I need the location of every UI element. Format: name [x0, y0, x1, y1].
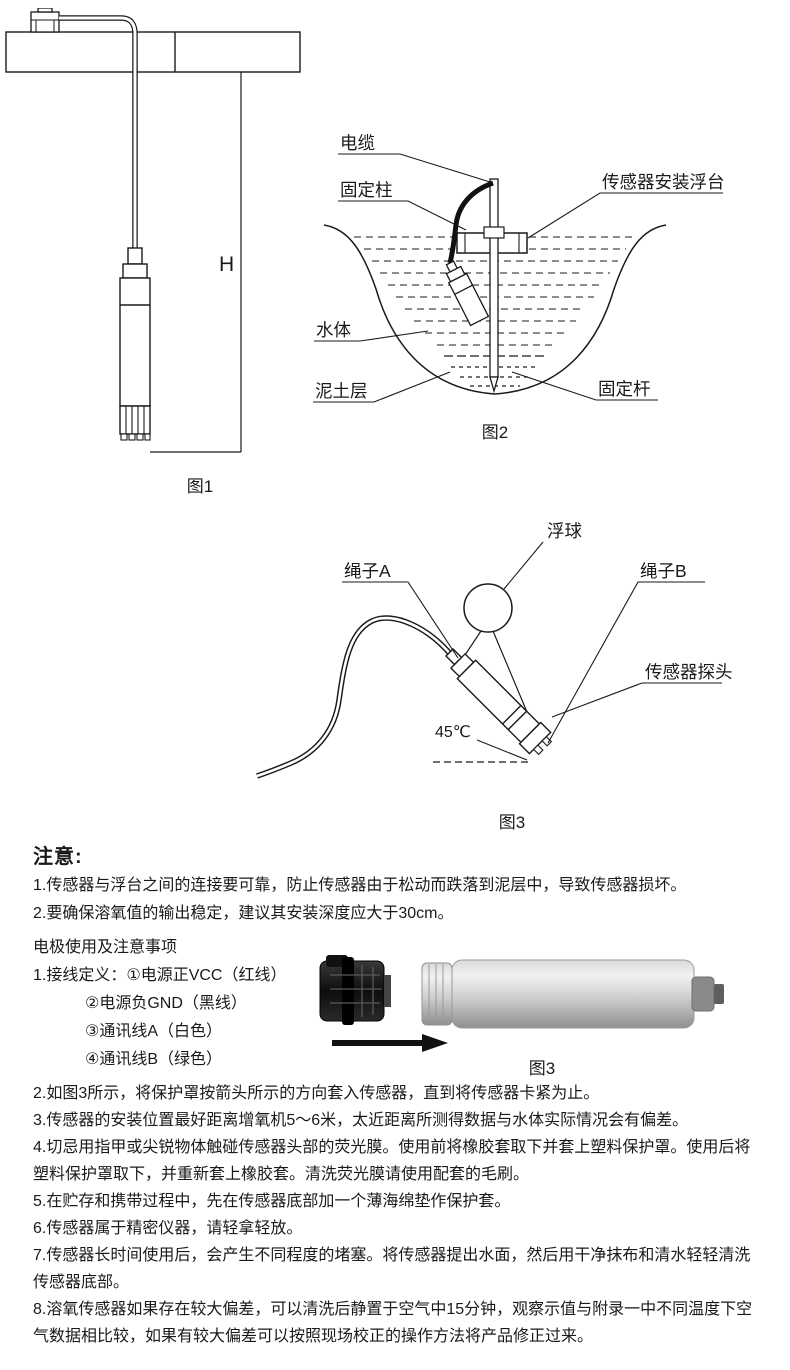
figure3-diagram: 浮球 绳子A 绳子B 传感器探头 45℃ — [256, 521, 733, 779]
fixing-rod-label: 固定杆 — [598, 379, 651, 399]
figure2-diagram: 电缆 固定柱 传感器安装浮台 水体 泥土层 固定杆 — [313, 133, 725, 403]
float-ball-leader — [503, 541, 544, 590]
figure3-caption: 图3 — [498, 813, 526, 832]
tilted-sensor-probe — [444, 647, 553, 756]
insert-direction-arrow — [332, 1034, 448, 1052]
mount-bracket — [30, 8, 60, 33]
wiring-line-2: ②电源负GND（黑线） — [85, 995, 247, 1012]
ceiling-beam — [5, 31, 301, 73]
usage-item-2: 2.如图3所示，将保护罩按箭头所示的方向套入传感器，直到将传感器卡紧为止。 — [33, 1085, 600, 1102]
angle-label: 45℃ — [435, 724, 471, 741]
usage-title: 电极使用及注意事项 — [33, 939, 178, 956]
usage-items: 2.如图3所示，将保护罩按箭头所示的方向套入传感器，直到将传感器卡紧为止。 3.… — [33, 1080, 765, 1350]
sensor-body — [421, 959, 724, 1029]
inline-figure-caption: 图3 — [528, 1059, 556, 1078]
height-dimension-label: H — [219, 253, 234, 276]
usage-item-4: 4.切忌用指甲或尖锐物体触碰传感器头部的荧光膜。使用前将橡胶套取下并套上塑料保护… — [33, 1139, 751, 1183]
notice-item-1: 1.传感器与浮台之间的连接要可靠，防止传感器由于松动而跌落到泥层中，导致传感器损… — [33, 877, 687, 894]
fixing-post-label: 固定柱 — [340, 180, 393, 200]
height-dimension-lines — [150, 72, 242, 453]
float-ball-label: 浮球 — [547, 521, 582, 541]
usage-item-5: 5.在贮存和携带过程中，先在传感器底部加一个薄海绵垫作保护套。 — [33, 1193, 511, 1210]
cable-line — [59, 15, 138, 250]
float-ball-shape — [463, 583, 513, 633]
submerged-sensor — [445, 260, 490, 327]
wiring-line-4: ④通讯线B（绿色） — [85, 1051, 223, 1068]
notice-section: 注意: 1.传感器与浮台之间的连接要可靠，防止传感器由于松动而跌落到泥层中，导致… — [33, 842, 763, 928]
usage-item-6: 6.传感器属于精密仪器，请轻拿轻放。 — [33, 1220, 303, 1237]
notice-title: 注意: — [33, 846, 83, 868]
rope-b-label: 绳子B — [640, 561, 687, 581]
figure2-caption: 图2 — [481, 423, 509, 442]
usage-item-3: 3.传感器的安装位置最好距离增氧机5～6米，太近距离所测得数据与水体实际情况会有… — [33, 1112, 689, 1129]
usage-item-8: 8.溶氧传感器如果存在较大偏差，可以清洗后静置于空气中15分钟，观察示值与附录一… — [33, 1301, 753, 1345]
protective-cap — [319, 955, 391, 1025]
fixing-rod-shape — [483, 178, 505, 394]
usage-section: 电极使用及注意事项 1.接线定义：①电源正VCC（红线） ②电源负GND（黑线）… — [33, 934, 765, 1350]
angle-leader — [476, 739, 528, 761]
usage-item-7: 7.传感器长时间使用后，会产生不同程度的堵塞。将传感器提出水面，然后用干净抹布和… — [33, 1247, 751, 1291]
figure1-caption: 图1 — [186, 477, 214, 496]
wiring-line-1: 1.接线定义：①电源正VCC（红线） — [33, 967, 287, 984]
hanging-sensor — [119, 247, 151, 441]
cap-insertion-figure — [319, 955, 724, 1052]
wiring-line-3: ③通讯线A（白色） — [85, 1023, 223, 1040]
water-body-label: 水体 — [316, 320, 351, 340]
cable-label: 电缆 — [340, 133, 375, 153]
figure1-diagram: H — [5, 8, 301, 453]
sensor-probe-label: 传感器探头 — [645, 662, 733, 682]
callout-leader-lines — [342, 581, 722, 744]
pond-outline — [323, 224, 667, 395]
mount-platform-label: 传感器安装浮台 — [602, 172, 725, 192]
probe-cable-shape — [256, 615, 455, 779]
rope-a-label: 绳子A — [344, 561, 391, 581]
callout-leader-lines — [313, 153, 723, 403]
mud-layer-label: 泥土层 — [315, 381, 368, 401]
notice-item-2: 2.要确保溶氧值的输出稳定，建议其安装深度应大于30cm。 — [33, 905, 454, 922]
